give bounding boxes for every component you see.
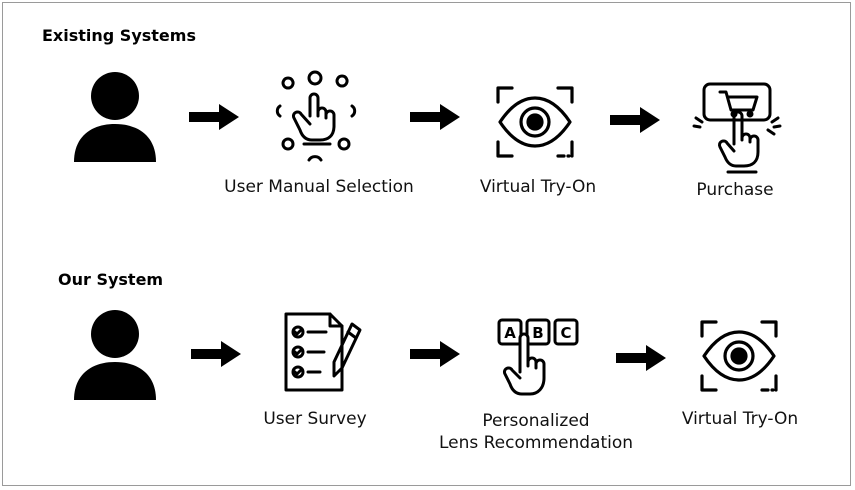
svg-text:A: A (504, 324, 516, 342)
arrow-icon (189, 104, 239, 134)
arrow-icon (191, 341, 241, 371)
existing-systems-heading: Existing Systems (42, 26, 196, 45)
arrow-icon (410, 341, 460, 371)
our-system-heading: Our System (58, 270, 164, 289)
cart-click-icon (690, 80, 784, 176)
arrow-icon (616, 345, 666, 375)
arrow-icon (610, 107, 660, 137)
step-label-user-survey: User Survey (263, 409, 367, 429)
hand-selection-icon (268, 68, 358, 164)
step-label-virtual-try-on: Virtual Try-On (479, 177, 597, 197)
eye-scan-icon (494, 84, 576, 160)
svg-text:B: B (532, 324, 543, 342)
user-icon (72, 70, 158, 162)
checklist-icon (280, 310, 366, 394)
step-label-user-manual-selection: User Manual Selection (224, 177, 414, 197)
svg-text:C: C (560, 324, 571, 342)
step-label-line-1: Personalized (482, 411, 590, 431)
abc-choice-icon: A B C (496, 316, 582, 400)
step-label-personalized-lens-recommendation: Personalized Lens Recommendation (420, 410, 652, 454)
step-label-purchase: Purchase (696, 180, 774, 200)
arrow-icon (410, 104, 460, 134)
step-label-virtual-try-on: Virtual Try-On (681, 409, 799, 429)
user-icon (72, 308, 158, 400)
eye-scan-icon (698, 318, 780, 394)
step-label-line-2: Lens Recommendation (438, 433, 634, 453)
